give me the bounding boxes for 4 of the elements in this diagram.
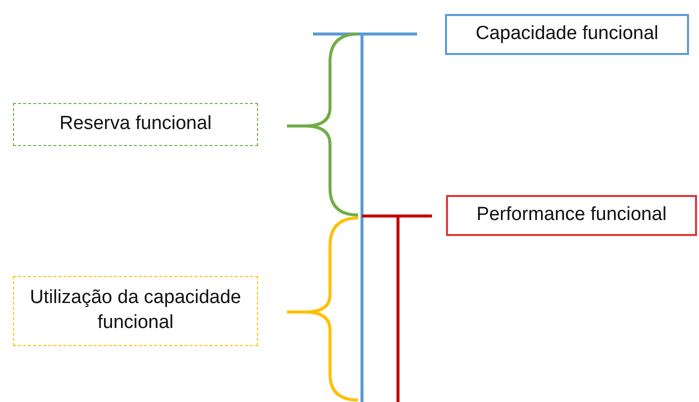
label-box: Reserva funcional	[13, 103, 258, 146]
label-box: Utilização da capacidade funcional	[13, 276, 258, 346]
label-box: Performance funcional	[446, 195, 697, 236]
label-box: Capacidade funcional	[445, 14, 689, 55]
